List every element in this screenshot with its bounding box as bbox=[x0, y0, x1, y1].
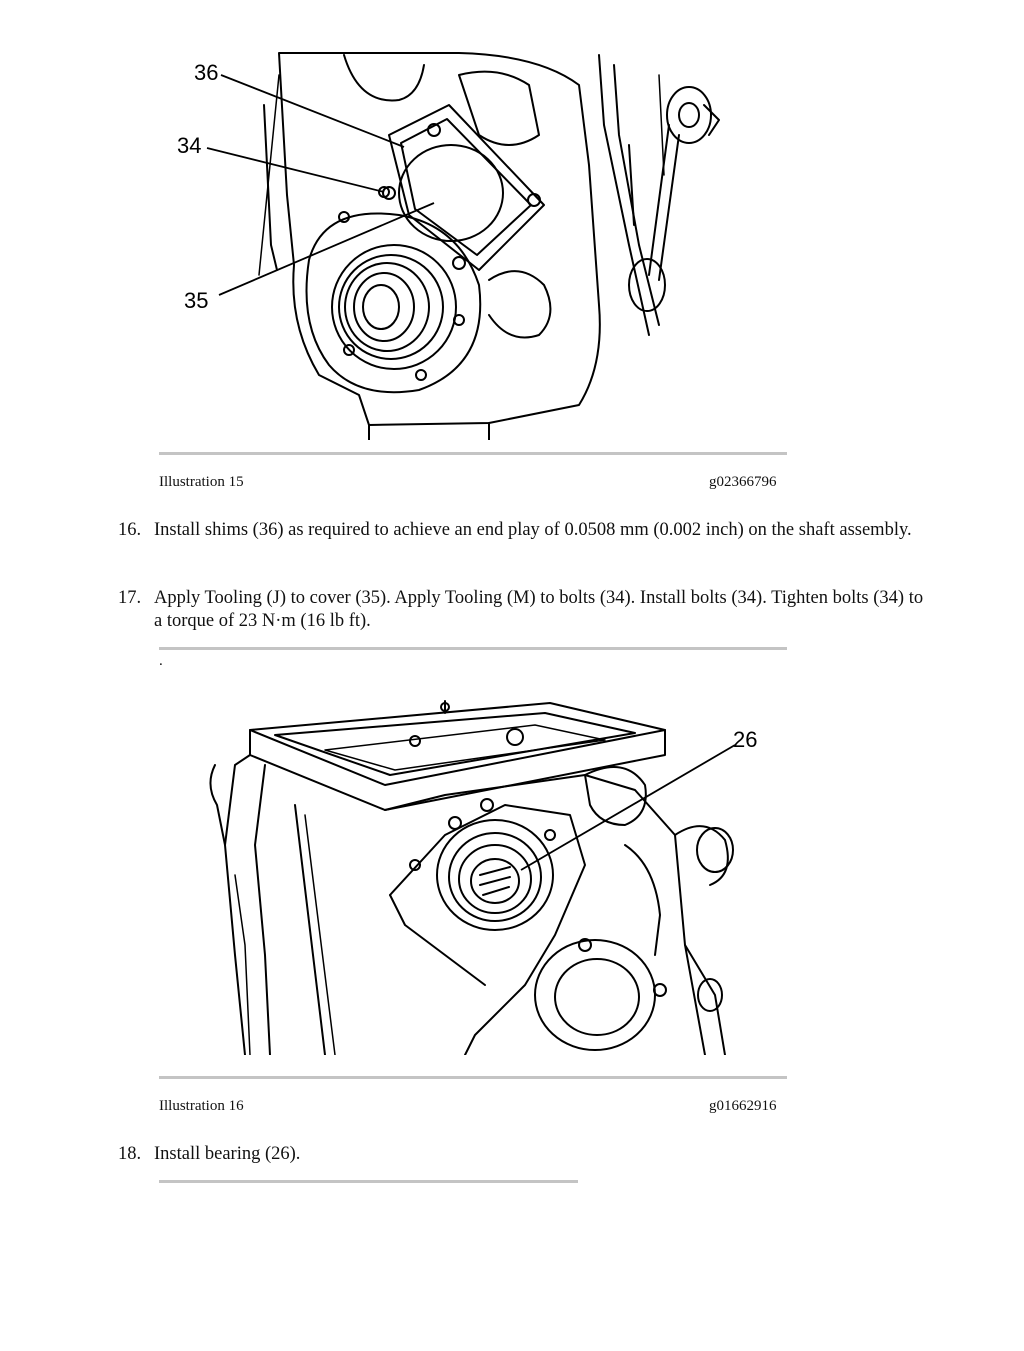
figure-top-rule bbox=[159, 452, 787, 455]
section-end-rule bbox=[159, 1180, 578, 1183]
step-number: 17. bbox=[118, 588, 142, 608]
step-text: Install shims (36) as required to achiev… bbox=[154, 520, 912, 540]
step-text: Apply Tooling (J) to cover (35). Apply T… bbox=[154, 588, 924, 631]
callout-36: 36 bbox=[194, 60, 218, 85]
figure-bottom-rule bbox=[159, 1076, 787, 1079]
figure-note-mark: . bbox=[159, 653, 163, 669]
illustration-15-id: g02366796 bbox=[709, 474, 777, 490]
step-number: 18. bbox=[118, 1144, 142, 1164]
illustration-16-id: g01662916 bbox=[709, 1098, 777, 1114]
figure-top-rule bbox=[159, 647, 787, 650]
callout-35: 35 bbox=[184, 288, 208, 313]
step-number: 16. bbox=[118, 520, 142, 540]
illustration-16-image: 26 bbox=[205, 695, 757, 1055]
illustration-16-caption: Illustration 16 bbox=[159, 1098, 244, 1114]
illustration-15-image: 36 34 35 bbox=[177, 45, 787, 440]
callout-26: 26 bbox=[733, 727, 757, 752]
step-text: Install bearing (26). bbox=[154, 1144, 301, 1164]
callout-34: 34 bbox=[177, 133, 201, 158]
illustration-15-caption: Illustration 15 bbox=[159, 474, 244, 490]
